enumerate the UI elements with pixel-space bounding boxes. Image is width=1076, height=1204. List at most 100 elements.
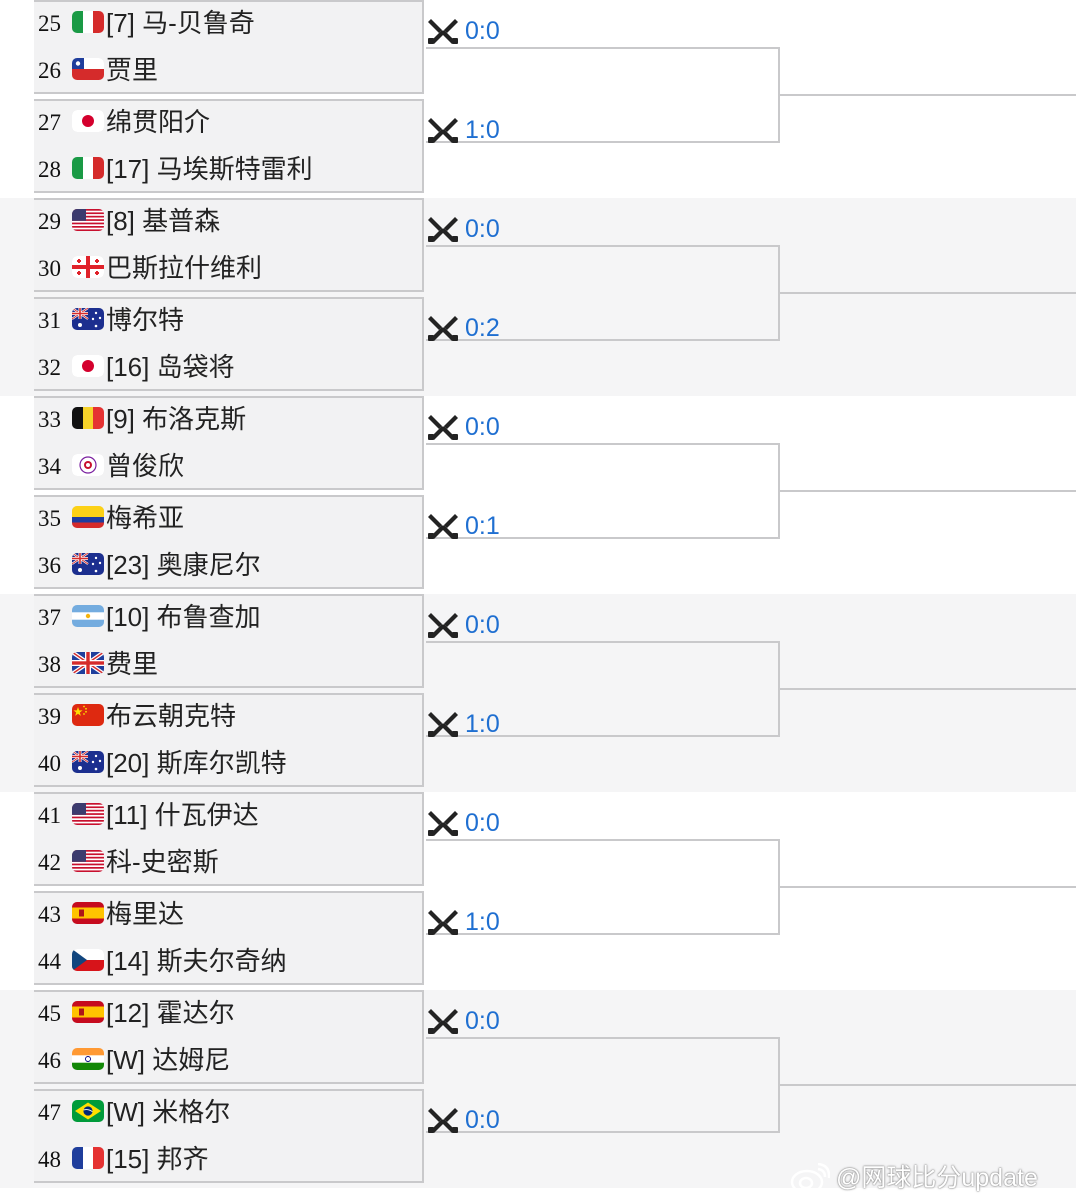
player-name[interactable]: [W] 米格尔 [106, 1097, 231, 1127]
score-link[interactable]: 0:0 [465, 413, 500, 441]
player-name[interactable]: [17] 马埃斯特雷利 [106, 154, 313, 184]
draw-position: 31 [38, 308, 61, 333]
player-row[interactable]: 45 [12] 霍达尔 [0, 990, 420, 1037]
player-row[interactable]: 28 [17] 马埃斯特雷利 [0, 146, 420, 193]
usa-flag-icon [72, 803, 104, 825]
score-link[interactable]: 0:0 [465, 17, 500, 45]
score-link[interactable]: 1:0 [465, 116, 500, 144]
crossed-rackets-icon [428, 215, 458, 243]
score-link[interactable]: 0:0 [465, 809, 500, 837]
draw-position: 48 [38, 1147, 61, 1172]
draw-position: 29 [38, 209, 61, 234]
player-name[interactable]: 曾俊欣 [106, 451, 185, 481]
player-name[interactable]: 博尔特 [106, 305, 185, 335]
round-two-bracket [426, 1037, 780, 1133]
player-name[interactable]: [16] 岛袋将 [106, 352, 235, 382]
crossed-rackets-icon [428, 1106, 458, 1134]
usa-flag-icon [72, 209, 104, 231]
player-row[interactable]: 46[W] 达姆尼 [0, 1037, 420, 1084]
draw-position: 37 [38, 605, 61, 630]
player-row[interactable]: 37 [10] 布鲁查加 [0, 594, 420, 641]
draw-position: 30 [38, 256, 61, 281]
score-link[interactable]: 0:0 [465, 1106, 500, 1134]
player-row[interactable]: 25[7] 马-贝鲁奇 [0, 0, 420, 47]
round-three-connector [780, 292, 1076, 294]
australia-flag-icon [72, 308, 104, 330]
china-flag-icon [72, 704, 104, 726]
player-row[interactable]: 32 [16] 岛袋将 [0, 344, 420, 391]
crossed-rackets-icon [428, 809, 458, 837]
player-name[interactable]: [20] 斯库尔凯特 [106, 748, 287, 778]
score-link[interactable]: 0:1 [465, 512, 500, 540]
player-row[interactable]: 44[14] 斯夫尔奇纳 [0, 938, 420, 985]
draw-position: 38 [38, 652, 61, 677]
score-link[interactable]: 1:0 [465, 908, 500, 936]
score-link[interactable]: 1:0 [465, 710, 500, 738]
crossed-rackets-icon [428, 1007, 458, 1035]
round-three-connector [780, 1084, 1076, 1086]
player-name[interactable]: [14] 斯夫尔奇纳 [106, 946, 287, 976]
player-row[interactable]: 38 费里 [0, 641, 420, 688]
player-name[interactable]: 梅里达 [106, 899, 185, 929]
player-name[interactable]: 贾里 [106, 55, 159, 85]
score-link[interactable]: 0:0 [465, 1007, 500, 1035]
draw-position: 42 [38, 850, 61, 875]
player-name[interactable]: 布云朝克特 [106, 701, 237, 731]
watermark: @网球比分update [790, 1158, 1038, 1198]
player-row[interactable]: 36[23] 奥康尼尔 [0, 542, 420, 589]
crossed-rackets-icon [428, 413, 458, 441]
player-row[interactable]: 42 科-史密斯 [0, 839, 420, 886]
japan-flag-icon [72, 355, 104, 377]
player-name[interactable]: [9] 布洛克斯 [106, 404, 247, 434]
player-name[interactable]: [7] 马-贝鲁奇 [106, 8, 255, 38]
player-name[interactable]: 巴斯拉什维利 [106, 253, 263, 283]
player-row[interactable]: 27 绵贯阳介 [0, 99, 420, 146]
player-name[interactable]: 费里 [106, 649, 159, 679]
draw-position: 41 [38, 803, 61, 828]
player-row[interactable]: 47 [W] 米格尔 [0, 1089, 420, 1136]
player-row[interactable]: 48 [15] 邦齐 [0, 1136, 420, 1183]
player-row[interactable]: 33[9] 布洛克斯 [0, 396, 420, 443]
player-name[interactable]: [W] 达姆尼 [106, 1045, 231, 1075]
italy-flag-icon [72, 157, 104, 179]
round-three-connector [780, 688, 1076, 690]
player-row[interactable]: 41 [11] 什瓦伊达 [0, 792, 420, 839]
draw-position: 28 [38, 157, 61, 182]
player-row[interactable]: 29 [8] 基普森 [0, 198, 420, 245]
player-name[interactable]: [8] 基普森 [106, 206, 221, 236]
round-three-connector [780, 94, 1076, 96]
score-link[interactable]: 0:0 [465, 215, 500, 243]
argentina-flag-icon [72, 605, 104, 627]
draw-position: 45 [38, 1001, 61, 1026]
round-two-bracket [426, 641, 780, 737]
india-flag-icon [72, 1048, 104, 1070]
draw-position: 47 [38, 1100, 61, 1125]
player-name[interactable]: 梅希亚 [106, 503, 185, 533]
player-row[interactable]: 40[20] 斯库尔凯特 [0, 740, 420, 787]
uk-flag-icon [72, 652, 104, 674]
weibo-logo-icon [790, 1163, 830, 1195]
round-three-connector [780, 490, 1076, 492]
player-name[interactable]: [15] 邦齐 [106, 1144, 209, 1174]
player-name[interactable]: 科-史密斯 [106, 847, 219, 877]
player-name[interactable]: [10] 布鲁查加 [106, 602, 261, 632]
chinese-taipei-flag-icon [72, 454, 104, 476]
crossed-rackets-icon [428, 116, 458, 144]
watermark-text: @网球比分update [836, 1164, 1038, 1192]
crossed-rackets-icon [428, 611, 458, 639]
score-link[interactable]: 0:2 [465, 314, 500, 342]
player-row[interactable]: 31 博尔特 [0, 297, 420, 344]
draw-position: 32 [38, 355, 61, 380]
player-name[interactable]: 绵贯阳介 [106, 107, 211, 137]
player-name[interactable]: [11] 什瓦伊达 [106, 800, 259, 830]
player-row[interactable]: 30 巴斯拉什维利 [0, 245, 420, 292]
draw-position: 27 [38, 110, 61, 135]
score-link[interactable]: 0:0 [465, 611, 500, 639]
player-name[interactable]: [23] 奥康尼尔 [106, 550, 261, 580]
player-name[interactable]: [12] 霍达尔 [106, 998, 235, 1028]
